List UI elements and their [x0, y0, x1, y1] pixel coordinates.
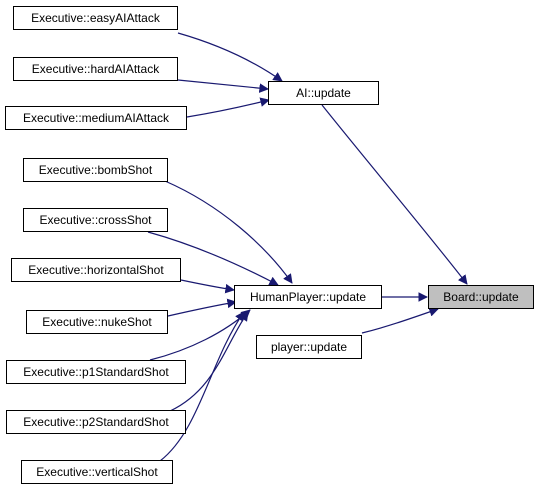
edge-bomb-shot-to-human-player-update	[164, 180, 293, 284]
edge-p2-standard-shot-to-human-player-update	[169, 311, 249, 412]
node-nuke-shot[interactable]: Executive::nukeShot	[26, 310, 168, 334]
node-horizontal-shot[interactable]: Executive::horizontalShot	[11, 258, 181, 282]
node-player-update[interactable]: player::update	[256, 335, 362, 359]
node-medium-ai-attack[interactable]: Executive::mediumAIAttack	[5, 106, 187, 130]
node-ai-update[interactable]: AI::update	[268, 81, 379, 105]
node-easy-ai-attack[interactable]: Executive::easyAIAttack	[13, 6, 178, 30]
node-vertical-shot[interactable]: Executive::verticalShot	[21, 460, 173, 484]
node-cross-shot[interactable]: Executive::crossShot	[23, 208, 168, 232]
node-hard-ai-attack[interactable]: Executive::hardAIAttack	[13, 57, 178, 81]
edge-player-update-to-board-update	[361, 307, 439, 334]
node-bomb-shot[interactable]: Executive::bombShot	[23, 158, 168, 182]
edge-medium-ai-attack-to-ai-update	[186, 97, 270, 118]
node-p2-standard-shot[interactable]: Executive::p2StandardShot	[6, 410, 186, 434]
node-human-player-update[interactable]: HumanPlayer::update	[234, 285, 382, 309]
edge-hard-ai-attack-to-ai-update	[177, 79, 269, 93]
node-board-update: Board::update	[428, 285, 534, 309]
edge-horizontal-shot-to-human-player-update	[180, 279, 235, 294]
edge-nuke-shot-to-human-player-update	[167, 298, 237, 317]
edge-cross-shot-to-human-player-update	[147, 231, 279, 286]
node-p1-standard-shot[interactable]: Executive::p1StandardShot	[6, 360, 186, 384]
edge-easy-ai-attack-to-ai-update	[177, 32, 283, 82]
edge-ai-update-to-board-update	[321, 104, 468, 285]
edge-vertical-shot-to-human-player-update	[159, 311, 245, 462]
